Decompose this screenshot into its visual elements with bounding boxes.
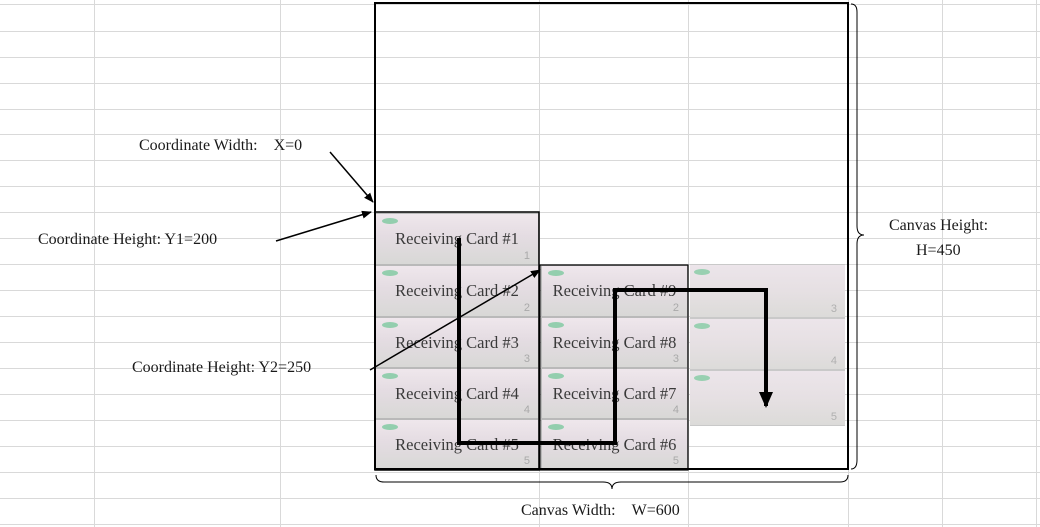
module-number: 5: [830, 411, 837, 423]
canvas-width-label: Canvas Width: W=600: [521, 502, 680, 519]
card-label: Receiving Card #8: [552, 332, 677, 352]
card-label: Receiving Card #5: [395, 434, 519, 454]
receiving-card-9: 2 Receiving Card #9: [541, 265, 688, 317]
receiving-card-5: 5 Receiving Card #5: [375, 419, 539, 470]
receiving-card-7: 4 Receiving Card #7: [541, 368, 688, 419]
coordinate-width-label: Coordinate Width: X=0: [139, 137, 303, 154]
card-label: Receiving Card #7: [552, 383, 677, 403]
card-label: Receiving Card #3: [395, 332, 519, 352]
receiving-card-3: 3 Receiving Card #3: [375, 317, 539, 368]
module-number: 4: [830, 355, 837, 367]
card-label: Receiving Card #2: [395, 281, 519, 300]
receiving-card-2: 2 Receiving Card #2: [375, 265, 539, 317]
receiving-card-8: 3 Receiving Card #8: [541, 317, 688, 368]
coordinate-height-y2-label: Coordinate Height: Y2=250: [132, 359, 312, 376]
canvas-height-label-line1: Canvas Height:: [889, 217, 989, 234]
card-label: Receiving Card #4: [395, 383, 519, 403]
led-module-unlabeled: 5: [690, 370, 845, 426]
receiving-card-1: 1 Receiving Card #1: [375, 213, 539, 265]
led-marker: [694, 375, 710, 381]
card-label: Receiving Card #6: [552, 434, 677, 454]
card-label: Receiving Card #1: [395, 229, 519, 248]
receiving-card-4: 4 Receiving Card #4: [375, 368, 539, 419]
coordinate-height-y1-label: Coordinate Height: Y1=200: [38, 231, 218, 248]
canvas-height-label-line2: H=450: [916, 242, 961, 259]
led-marker: [694, 269, 710, 275]
module-number: 3: [830, 303, 837, 315]
receiving-card-6: 5 Receiving Card #6: [541, 419, 688, 470]
led-marker: [694, 323, 710, 329]
led-module-unlabeled: 3: [690, 264, 845, 318]
card-label: Receiving Card #9: [552, 281, 677, 300]
led-module-unlabeled: 4: [690, 318, 845, 370]
